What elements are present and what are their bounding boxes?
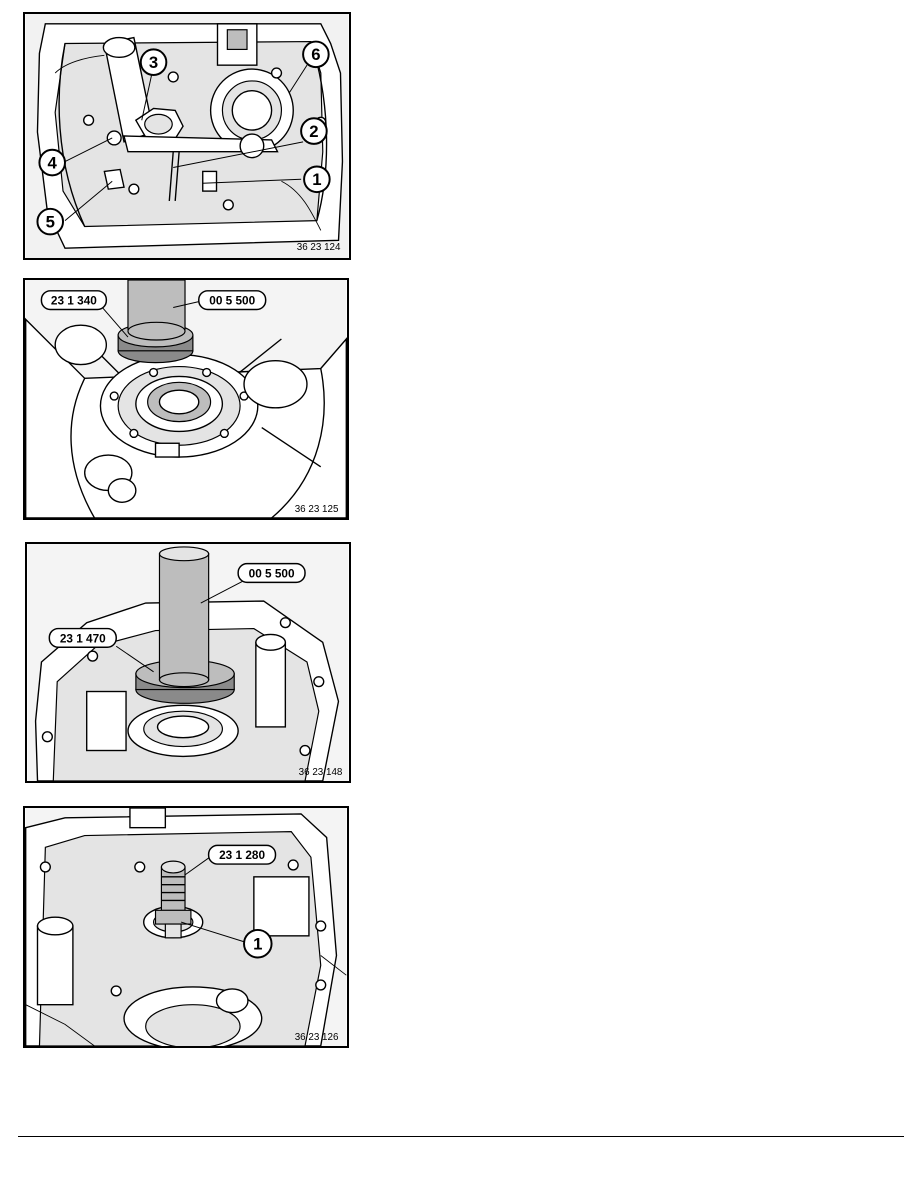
figure-id: 36 23 148	[299, 767, 343, 778]
svg-text:23 1 280: 23 1 280	[219, 848, 265, 862]
shaft-seal-drawing-4: 23 1 280 1 36 23 126	[25, 808, 347, 1046]
callout-1: 1	[303, 165, 331, 194]
svg-text:00 5 500: 00 5 500	[249, 566, 295, 580]
callout-5: 5	[36, 207, 65, 236]
figure-36-23-124: 3 6 2 1 4 5 36 23 124	[23, 12, 351, 260]
gearbox-housing-drawing-1: 3 6 2 1 4 5 36 23 124	[25, 14, 349, 258]
figure-id: 36 23 125	[295, 504, 339, 515]
svg-text:00 5 500: 00 5 500	[209, 294, 255, 308]
svg-text:23 1 470: 23 1 470	[60, 631, 106, 645]
footer-divider	[18, 1136, 904, 1137]
tool-label-23-1-470: 23 1 470	[48, 627, 117, 648]
callout-4: 4	[38, 148, 66, 177]
seal-installation-drawing-2: 23 1 340 00 5 500 36 23 125	[25, 280, 347, 518]
svg-text:3: 3	[149, 53, 158, 72]
seal-installation-drawing-3: 00 5 500 23 1 470 36 23 148	[27, 544, 349, 781]
svg-text:4: 4	[48, 153, 58, 172]
tool-label-23-1-280: 23 1 280	[207, 844, 277, 865]
figure-36-23-148: 00 5 500 23 1 470 36 23 148	[25, 542, 351, 783]
callout-2: 2	[300, 117, 328, 145]
figure-id: 36 23 124	[297, 242, 341, 253]
svg-text:1: 1	[312, 170, 321, 189]
callout-6: 6	[302, 40, 330, 69]
tool-label-00-5-500: 00 5 500	[198, 290, 267, 311]
svg-text:23 1 340: 23 1 340	[51, 294, 97, 308]
figure-36-23-126: 23 1 280 1 36 23 126	[23, 806, 349, 1048]
svg-text:2: 2	[309, 122, 318, 141]
svg-text:5: 5	[46, 212, 55, 231]
callout-3: 3	[139, 48, 168, 76]
tool-label-23-1-340: 23 1 340	[40, 290, 108, 311]
tool-label-00-5-500: 00 5 500	[237, 562, 306, 584]
callout-1: 1	[243, 928, 273, 959]
figure-36-23-125: 23 1 340 00 5 500 36 23 125	[23, 278, 349, 520]
svg-text:6: 6	[311, 45, 320, 64]
figure-id: 36 23 126	[295, 1032, 339, 1043]
svg-text:1: 1	[253, 935, 262, 954]
